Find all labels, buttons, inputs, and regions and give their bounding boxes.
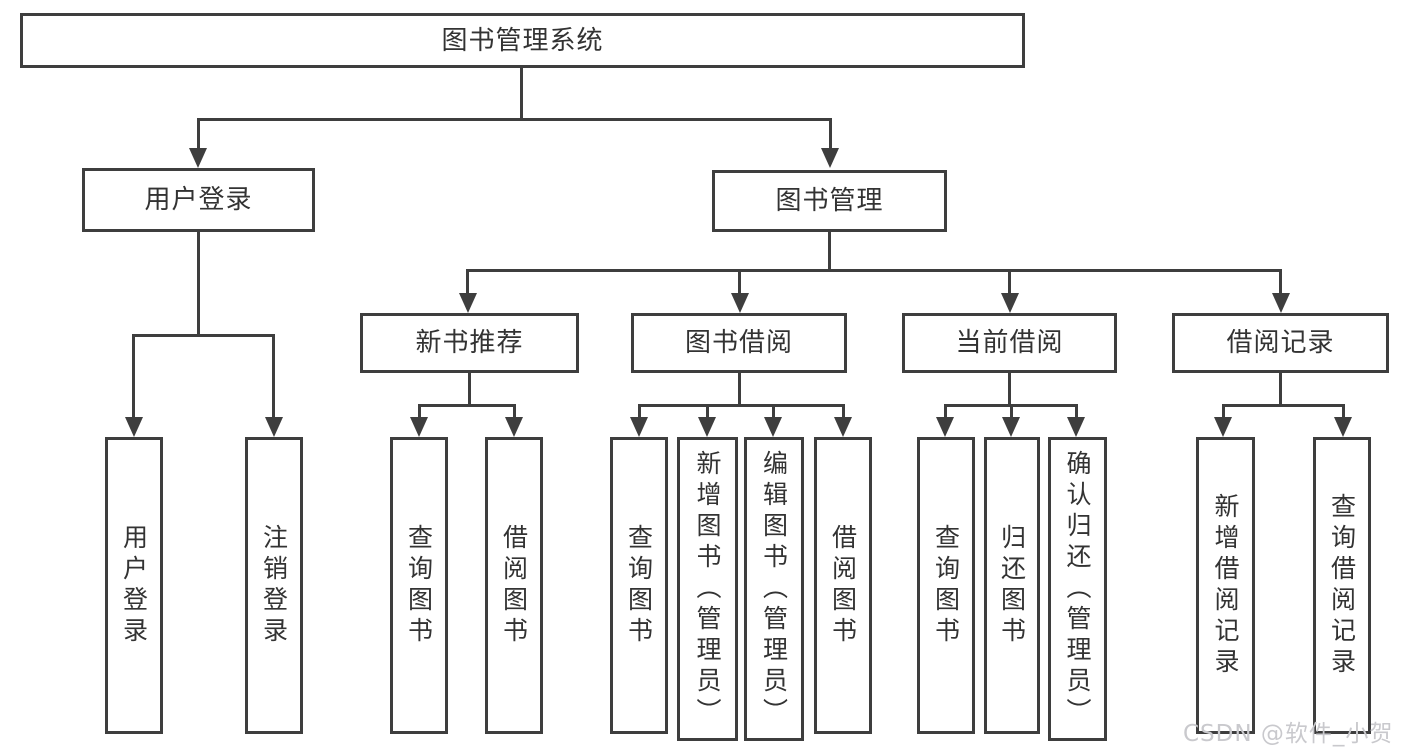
edge-stub (638, 404, 641, 420)
node-current-borrowing: 当前借阅 (902, 313, 1117, 373)
node-label: 注销登录 (259, 523, 289, 648)
edge-book-borrow-branch-bar (638, 404, 845, 407)
node-label: 图书管理系统 (441, 25, 604, 56)
edge-level3-branch-bar (466, 269, 1282, 272)
arrowhead-icon (265, 417, 283, 437)
csdn-watermark: CSDN @软件_小贺同学 (1183, 721, 1394, 747)
leaf-query-books-borrow: 查询图书 (610, 437, 668, 734)
arrowhead-icon (1067, 417, 1085, 437)
node-label: 当前借阅 (955, 328, 1064, 358)
node-book-borrowing: 图书借阅 (631, 313, 847, 373)
leaf-query-books-current: 查询图书 (917, 437, 975, 734)
node-label: 查询图书 (624, 523, 654, 648)
edge-stub-current-borrow (1008, 269, 1011, 297)
node-book-management: 图书管理 (712, 170, 947, 232)
edge-book-borrow-trunk (738, 373, 741, 407)
arrowhead-icon (1272, 293, 1290, 313)
edge-stub (1075, 404, 1078, 420)
node-borrowing-records: 借阅记录 (1172, 313, 1389, 373)
arrowhead-icon (834, 417, 852, 437)
node-label: 图书借阅 (684, 328, 793, 358)
arrowhead-icon (1214, 417, 1232, 437)
edge-stub-new-book (466, 269, 469, 297)
leaf-borrow-books: 借阅图书 (814, 437, 872, 734)
node-label: 查询图书 (404, 523, 434, 648)
node-label: 借阅记录 (1226, 328, 1335, 358)
leaf-edit-books-admin: 编辑图书（管理员） (744, 437, 804, 741)
arrowhead-icon (505, 417, 523, 437)
arrowhead-icon (1334, 417, 1352, 437)
edge-borrow-records-branch-bar (1222, 404, 1345, 407)
edge-root-branch-bar (197, 118, 831, 121)
leaf-confirm-return-admin: 确认归还（管理员） (1048, 437, 1107, 741)
leaf-query-borrow-record: 查询借阅记录 (1313, 437, 1371, 734)
edge-book-management-trunk (828, 232, 831, 272)
node-label: 用户登录 (144, 185, 253, 215)
node-label: 借阅图书 (828, 523, 858, 648)
leaf-borrow-books-recommend: 借阅图书 (485, 437, 543, 734)
edge-new-book-trunk (468, 373, 471, 407)
arrowhead-icon (764, 417, 782, 437)
edge-stub-leaf-login (132, 334, 135, 419)
edge-user-login-branch-bar (132, 334, 275, 337)
node-label: 用户登录 (119, 523, 149, 648)
edge-stub (842, 404, 845, 420)
leaf-add-borrow-record: 新增借阅记录 (1196, 437, 1255, 734)
node-label: 归还图书 (997, 523, 1027, 648)
edge-user-login-trunk (197, 232, 200, 336)
node-library-management-system: 图书管理系统 (20, 13, 1025, 68)
edge-stub-borrow-records (1279, 269, 1282, 297)
edge-stub-book-management (829, 118, 832, 152)
edge-stub-leaf-logout (272, 334, 275, 419)
edge-stub (418, 404, 421, 420)
edge-stub (772, 404, 775, 420)
arrowhead-icon (936, 417, 954, 437)
node-new-book-recommendation: 新书推荐 (360, 313, 579, 373)
edge-stub (1342, 404, 1345, 420)
arrowhead-icon (630, 417, 648, 437)
edge-new-book-branch-bar (418, 404, 516, 407)
arrowhead-icon (821, 148, 839, 168)
node-label: 新书推荐 (415, 328, 524, 358)
arrowhead-icon (189, 148, 207, 168)
node-label: 图书管理 (775, 186, 884, 216)
node-user-login: 用户登录 (82, 168, 315, 232)
edge-stub (1222, 404, 1225, 420)
leaf-logout: 注销登录 (245, 437, 303, 734)
edge-stub (944, 404, 947, 420)
node-label: 确认归还（管理员） (1063, 449, 1092, 729)
arrowhead-icon (1002, 417, 1020, 437)
node-label: 借阅图书 (499, 523, 529, 648)
leaf-query-books-recommend: 查询图书 (390, 437, 448, 734)
arrowhead-icon (1001, 293, 1019, 313)
edge-stub-user-login (197, 118, 200, 152)
node-label: 查询借阅记录 (1327, 492, 1357, 679)
node-label: 新增借阅记录 (1211, 492, 1240, 679)
edge-stub (1010, 404, 1013, 420)
edge-root-trunk (520, 68, 523, 120)
edge-stub (706, 404, 709, 420)
leaf-add-books-admin: 新增图书（管理员） (677, 437, 738, 741)
edge-borrow-records-trunk (1279, 373, 1282, 407)
arrowhead-icon (698, 417, 716, 437)
edge-current-borrow-trunk (1008, 373, 1011, 407)
edge-stub-book-borrow (738, 269, 741, 297)
edge-stub (513, 404, 516, 420)
arrowhead-icon (459, 293, 477, 313)
node-label: 查询图书 (931, 523, 961, 648)
arrowhead-icon (125, 417, 143, 437)
leaf-user-login: 用户登录 (105, 437, 163, 734)
node-label: 编辑图书（管理员） (759, 449, 789, 729)
leaf-return-books: 归还图书 (984, 437, 1040, 734)
arrowhead-icon (410, 417, 428, 437)
arrowhead-icon (731, 293, 749, 313)
node-label: 新增图书（管理员） (693, 449, 722, 729)
